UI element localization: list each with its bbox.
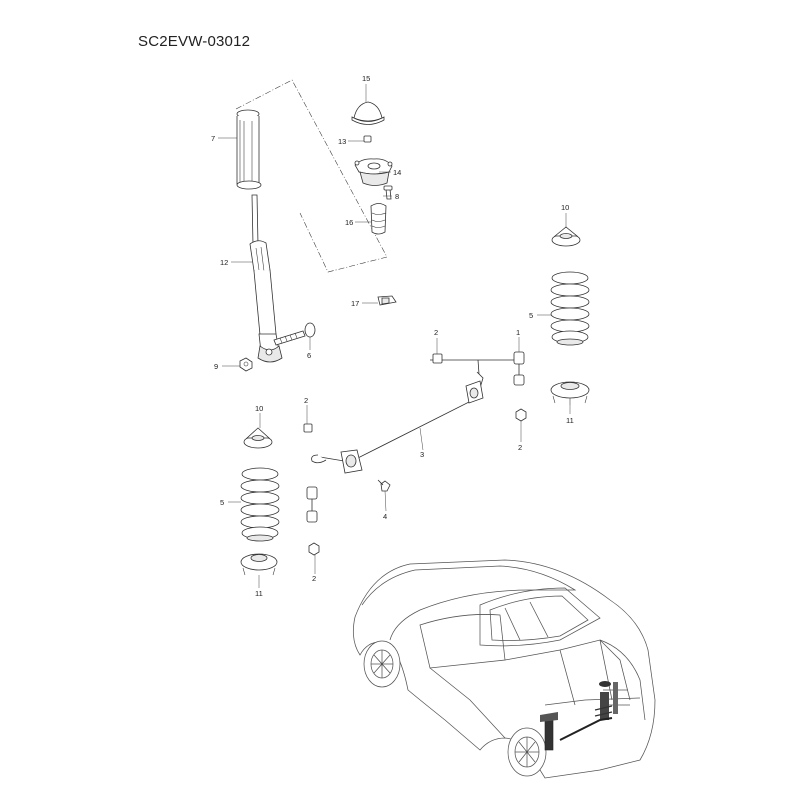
rear-wheel xyxy=(507,727,547,777)
callout-4: 4 xyxy=(383,512,387,521)
left-spring-group xyxy=(240,427,280,576)
callout-1: 1 xyxy=(516,328,520,337)
link-nut-top-right xyxy=(432,353,443,364)
dust-boot xyxy=(236,109,262,190)
callout-5-right: 5 xyxy=(529,311,533,320)
stabilizer-link-right xyxy=(513,351,525,386)
front-wheel xyxy=(363,640,401,688)
bar-bushing-left xyxy=(340,449,363,474)
stabilizer-bar-end-left xyxy=(311,454,327,464)
callout-2-left-top: 2 xyxy=(304,396,308,405)
callout-12: 12 xyxy=(220,258,228,267)
shock-absorber-assembly xyxy=(235,79,388,372)
left-upper-spring-seat xyxy=(243,427,273,449)
right-lower-spring-seat xyxy=(550,381,590,405)
retaining-nut xyxy=(363,135,372,143)
piston-rod xyxy=(251,194,259,246)
top-mount-group xyxy=(351,101,397,306)
callout-16: 16 xyxy=(345,218,353,227)
right-upper-spring-seat xyxy=(551,226,581,247)
callout-13: 13 xyxy=(338,137,346,146)
callout-5-left: 5 xyxy=(220,498,224,507)
callout-10-right: 10 xyxy=(561,203,569,212)
callout-14: 14 xyxy=(393,168,401,177)
right-spring-group xyxy=(550,226,590,405)
right-coil-spring xyxy=(550,271,590,346)
callout-9: 9 xyxy=(214,362,218,371)
bushing-bracket-bolt xyxy=(377,479,391,492)
callout-3: 3 xyxy=(420,450,424,459)
left-coil-spring xyxy=(240,467,280,542)
bump-stop xyxy=(370,203,387,235)
callout-2-top: 2 xyxy=(434,328,438,337)
callout-2-left-bottom: 2 xyxy=(312,574,316,583)
stabilizer-bar xyxy=(319,359,484,463)
left-lower-spring-seat xyxy=(240,553,278,576)
mounting-nut xyxy=(239,357,253,372)
diagram-title: SC2EVW-03012 xyxy=(138,33,251,50)
stabilizer-bar-assembly xyxy=(303,351,527,556)
callout-7: 7 xyxy=(211,134,215,143)
callout-2-right: 2 xyxy=(518,443,522,452)
top-mount-cover xyxy=(351,101,385,125)
mounting-bolt xyxy=(273,322,316,346)
bar-bushing-right xyxy=(465,380,484,404)
callout-6: 6 xyxy=(307,351,311,360)
bracket-bolt xyxy=(383,185,393,200)
callout-leaders xyxy=(218,84,571,588)
highlighted-rear-suspension xyxy=(540,681,618,751)
callout-10-left: 10 xyxy=(255,404,263,413)
callout-8: 8 xyxy=(395,192,399,201)
callout-11-right: 11 xyxy=(566,416,574,425)
callout-17: 17 xyxy=(351,299,359,308)
assembly-outline xyxy=(235,79,388,273)
callout-numbers: 15 7 13 14 8 16 12 17 6 9 10 5 11 2 1 2 … xyxy=(211,74,574,598)
callout-11-left: 11 xyxy=(255,589,263,598)
top-mount-bracket xyxy=(354,158,393,186)
mounting-clip xyxy=(377,295,397,306)
vehicle-locator-illustration xyxy=(352,559,656,779)
callout-15: 15 xyxy=(362,74,370,83)
link-nut-bottom-right xyxy=(515,408,527,422)
stabilizer-link-left xyxy=(303,423,320,556)
